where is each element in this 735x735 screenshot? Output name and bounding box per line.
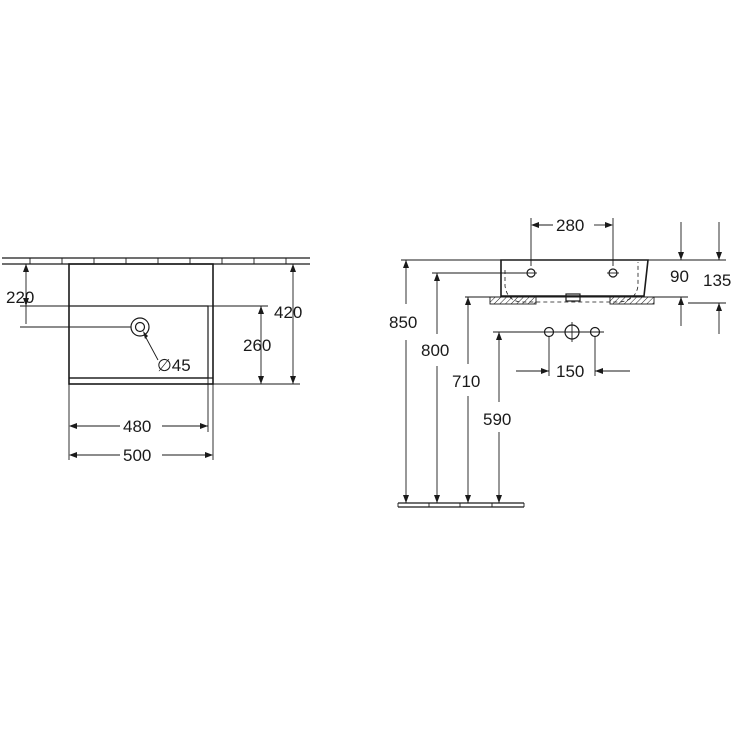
tap-hole-right: [607, 268, 619, 278]
dim-800-line: [434, 273, 440, 503]
drain-hole: [130, 317, 150, 337]
dim-260-label: 260: [243, 336, 271, 355]
basin-bowl-hidden: [504, 262, 639, 303]
dim-90-line: [648, 222, 688, 326]
dim-590-label: 590: [483, 410, 511, 429]
dim-590-line: [496, 332, 502, 503]
basin-outline: [68, 263, 214, 385]
side-view: 280 90 135: [389, 216, 731, 508]
dim-220-label: 220: [6, 288, 34, 307]
dim-500-label: 500: [123, 446, 151, 465]
dim-800-label: 800: [421, 341, 449, 360]
dim-135-line: [688, 222, 726, 334]
dim-850-line: [403, 260, 409, 503]
overflow-slot: [565, 293, 581, 302]
dim-850-label: 850: [389, 313, 417, 332]
drain-leader-line: [143, 333, 159, 361]
pipe-connections: [493, 322, 604, 376]
dim-710-line: [465, 297, 471, 503]
floor-line: [397, 502, 525, 508]
top-view: 220 260 420 ∅45 480: [2, 257, 310, 465]
tap-hole-left: [525, 268, 537, 278]
dim-710-label: 710: [452, 372, 480, 391]
drain-diameter-label: ∅45: [157, 356, 191, 375]
dim-90-label: 90: [670, 267, 689, 286]
dim-220-line: [20, 264, 140, 328]
wall-strip: [2, 257, 310, 265]
dim-420-label: 420: [274, 303, 302, 322]
dim-480-line: [68, 378, 214, 460]
dim-150-label: 150: [556, 362, 584, 381]
dim-150-line: [516, 368, 630, 374]
dim-480-label: 480: [123, 417, 151, 436]
basin-side-outline: [500, 259, 649, 297]
wall-bracket: [465, 296, 660, 305]
dim-280-label: 280: [556, 216, 584, 235]
dim-280-line: [530, 218, 614, 266]
dim-420-line: [290, 264, 296, 384]
dim-500-line: [69, 452, 213, 458]
dim-260-line: [208, 305, 300, 385]
dim-135-label: 135: [703, 271, 731, 290]
